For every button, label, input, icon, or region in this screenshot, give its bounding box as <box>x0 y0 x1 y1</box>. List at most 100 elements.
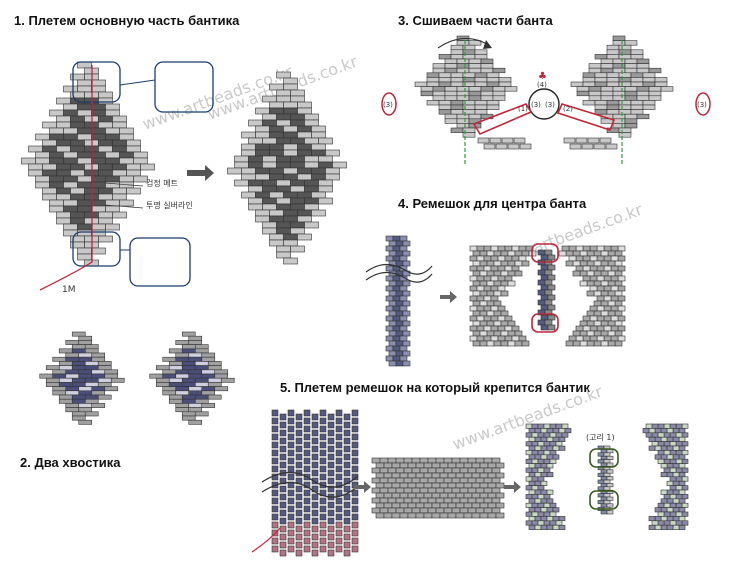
bead <box>375 502 385 509</box>
bead <box>188 352 203 358</box>
bead <box>423 492 433 499</box>
bead <box>630 72 644 78</box>
bead <box>28 169 43 177</box>
bead <box>507 330 516 337</box>
bead <box>77 229 92 237</box>
bead <box>399 345 408 352</box>
bead <box>569 143 582 150</box>
bead <box>97 382 112 387</box>
bead <box>606 483 614 488</box>
bead <box>666 507 674 513</box>
bead <box>549 450 557 456</box>
bead <box>663 467 671 473</box>
bead <box>276 197 291 205</box>
bead <box>78 390 93 396</box>
bead <box>474 109 488 115</box>
bead <box>415 462 425 469</box>
bead <box>181 361 196 366</box>
bead <box>549 432 557 438</box>
bead <box>447 482 457 489</box>
bead <box>392 315 401 322</box>
bead <box>471 462 481 469</box>
bead <box>521 250 530 257</box>
bead <box>52 369 67 375</box>
bead <box>58 377 73 383</box>
bead <box>469 275 478 282</box>
bead <box>475 457 485 464</box>
bead <box>572 250 581 257</box>
bead <box>666 498 674 504</box>
mark-3-right: (3) <box>697 101 707 109</box>
bead <box>593 260 602 267</box>
bead <box>636 67 650 74</box>
bead <box>514 250 523 257</box>
bead <box>133 157 148 165</box>
bead <box>290 113 305 121</box>
bead <box>474 49 488 55</box>
bead <box>255 191 270 199</box>
bead <box>614 340 623 347</box>
bead <box>675 511 683 517</box>
bead <box>624 123 638 129</box>
bead <box>600 67 614 74</box>
bead <box>262 221 277 229</box>
bead <box>540 304 549 311</box>
bead <box>63 223 78 231</box>
bead <box>70 217 85 225</box>
bead <box>351 433 359 441</box>
bead <box>379 467 389 474</box>
bead <box>104 386 119 392</box>
bead <box>669 458 677 464</box>
bead <box>597 500 605 505</box>
bead <box>319 513 327 521</box>
bead <box>168 348 183 354</box>
bead <box>303 505 311 513</box>
bead <box>579 280 588 287</box>
bead <box>476 255 485 262</box>
bead <box>546 524 554 530</box>
bead <box>351 545 359 553</box>
bead <box>335 473 343 481</box>
bead <box>456 95 470 101</box>
bead <box>97 377 112 383</box>
bead <box>295 461 303 469</box>
bead <box>78 403 93 408</box>
step5-annotations: (고리 1) <box>251 433 619 553</box>
bead <box>419 497 429 504</box>
bead <box>392 255 401 262</box>
bead <box>540 507 548 513</box>
bead <box>287 417 295 425</box>
bead <box>255 107 270 115</box>
bead <box>534 516 542 522</box>
bead <box>675 450 683 456</box>
bead <box>402 300 411 307</box>
bead <box>630 77 644 83</box>
bead <box>507 320 516 327</box>
bead <box>403 487 413 494</box>
bead <box>528 463 536 469</box>
bead <box>91 223 106 231</box>
bead <box>71 415 86 421</box>
bead <box>558 516 566 522</box>
bead <box>327 541 335 549</box>
bead <box>477 137 490 144</box>
bead <box>290 245 305 253</box>
bead <box>451 477 461 484</box>
bead <box>201 356 216 362</box>
bead <box>534 463 542 469</box>
bead <box>606 109 620 115</box>
bead <box>435 497 445 504</box>
bead <box>319 545 327 553</box>
bead <box>290 179 305 187</box>
bead <box>279 549 287 557</box>
bead <box>295 485 303 493</box>
bead <box>255 167 270 175</box>
bead <box>119 127 134 135</box>
bead <box>91 356 106 362</box>
bead <box>463 482 473 489</box>
bead <box>77 127 92 135</box>
bead <box>603 285 612 292</box>
bead <box>327 453 335 461</box>
bead <box>126 145 141 153</box>
bead <box>596 255 605 262</box>
